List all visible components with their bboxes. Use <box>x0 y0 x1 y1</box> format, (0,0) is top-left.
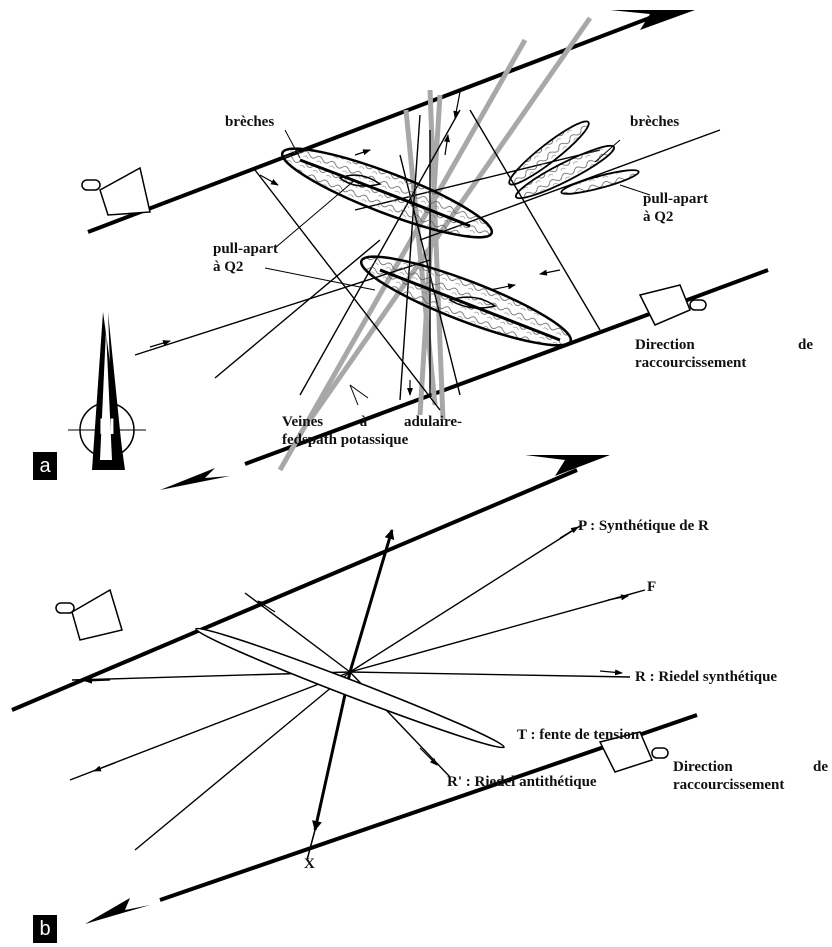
tension-gash <box>195 627 505 749</box>
shortening-piston-right-b <box>598 731 669 773</box>
pull-apart-right-line1: pull-apart <box>643 191 709 207</box>
breccia-lens-lower <box>359 255 573 347</box>
veines-label: Veines à adulaire- fedspath potassique <box>282 413 462 449</box>
direction-label-b: Direction de raccourcissement <box>673 758 828 794</box>
compass-n-letter: N <box>99 414 115 439</box>
panel-a-tag: a <box>33 452 57 480</box>
panel-b-tag: b <box>33 915 57 943</box>
f-label: F <box>647 579 657 595</box>
max-stress-arrow-up <box>348 529 395 673</box>
shortening-piston-left-b <box>55 588 123 641</box>
breccia-lens-upper <box>280 147 494 239</box>
shear-arrow-bottom-a <box>160 468 230 490</box>
r-riedel-label: R : Riedel synthétique <box>635 669 778 685</box>
veines-word2: à <box>359 414 368 430</box>
direction-b-word1: Direction <box>673 759 733 775</box>
veines-word3: adulaire- <box>403 414 462 430</box>
north-arrow-compass <box>68 312 146 470</box>
rprime-riedel-label: R' : Riedel antithétique <box>447 774 597 790</box>
x-axis-line <box>306 829 316 861</box>
pull-apart-label-left: pull-apart à Q2 <box>213 240 278 276</box>
breches-label-left: brèches <box>225 114 275 130</box>
direction-b-word2: de <box>813 759 828 775</box>
slip-arrows-b <box>84 526 629 772</box>
direction-a-word2: de <box>798 337 813 353</box>
breches-label-right: brèches <box>630 114 680 130</box>
shear-arrow-top-a <box>610 10 695 30</box>
veines-line2: fedspath potassique <box>282 432 409 448</box>
direction-label-a: Direction de raccourcissement <box>635 336 813 372</box>
shortening-piston-left-a <box>81 166 151 216</box>
direction-a-word1: Direction <box>635 337 695 353</box>
slip-arrows-a <box>149 91 561 396</box>
veines-word1: Veines <box>282 414 324 430</box>
pull-apart-left-line1: pull-apart <box>213 241 279 257</box>
leader-lines-a <box>264 129 651 406</box>
adularia-veins <box>277 16 593 472</box>
x-axis-label: X <box>304 856 315 872</box>
pull-apart-left-line2: à Q2 <box>213 259 244 275</box>
direction-b-line2: raccourcissement <box>673 777 785 793</box>
shear-arrow-bottom-b <box>85 898 150 924</box>
pull-apart-label-right: pull-apart à Q2 <box>643 190 708 226</box>
panel-b <box>11 455 698 924</box>
t-tension-label: T : fente de tension <box>517 727 640 743</box>
breccia-lenses-right <box>508 120 640 200</box>
panel-a <box>68 10 769 490</box>
pull-apart-right-line2: à Q2 <box>643 209 674 225</box>
shear-arrow-top-b <box>525 455 610 476</box>
direction-a-line2: raccourcissement <box>635 355 747 371</box>
shortening-piston-right-a <box>638 284 707 326</box>
max-stress-arrow-down <box>312 671 352 831</box>
fault-top-b <box>11 468 578 712</box>
p-synthetic-label: P : Synthétique de R <box>578 518 709 534</box>
